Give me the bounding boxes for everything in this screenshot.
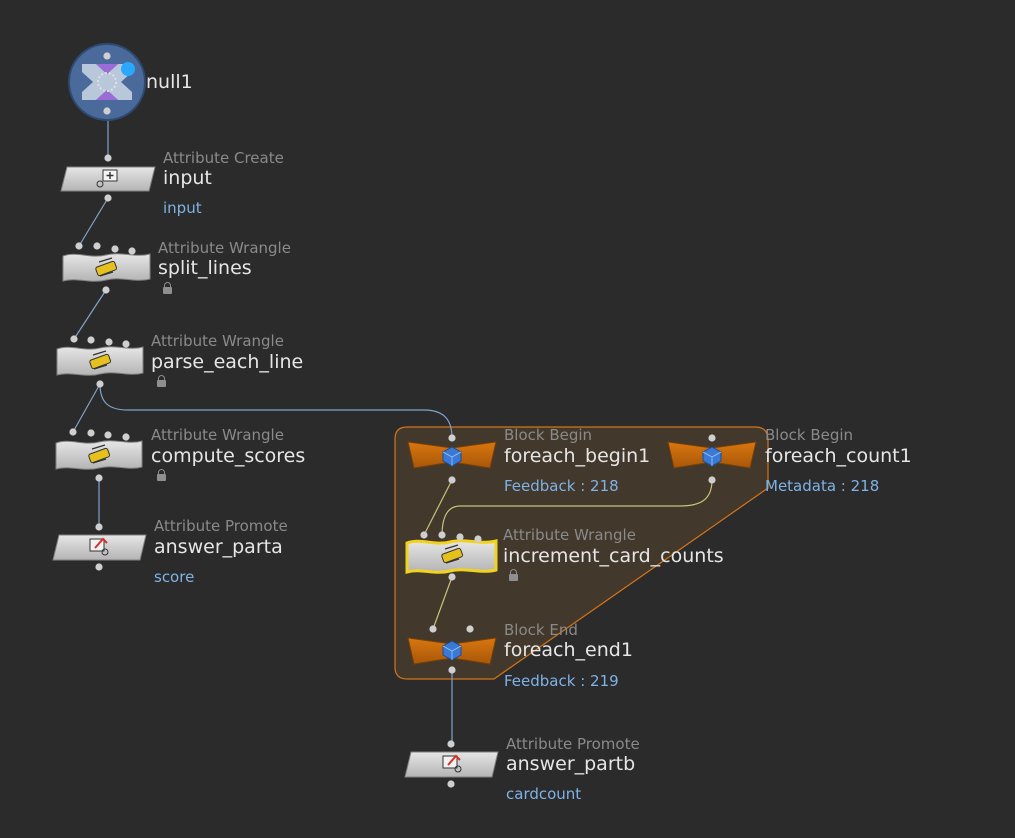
blue-block-icon [702, 446, 722, 467]
node-label-answer-parta[interactable]: answer_parta [154, 536, 283, 558]
wrangle-pen-icon [89, 350, 112, 370]
node-type-foreach-count1: Block Begin [765, 426, 854, 444]
wire-input-split-lines[interactable] [78, 197, 109, 247]
node-input[interactable] [60, 154, 156, 202]
node-type-increment-card-counts: Attribute Wrangle [503, 526, 636, 544]
node-type-answer-parta: Attribute Promote [154, 517, 288, 535]
wire-increment-end[interactable] [432, 576, 453, 630]
node-extra-foreach-end1: Feedback : 219 [504, 672, 619, 690]
node-type-answer-partb: Attribute Promote [506, 735, 640, 753]
wrangle-pen-icon [441, 544, 464, 564]
lock-icon [157, 375, 166, 387]
promote-icon [442, 754, 462, 773]
wire-parse-compute[interactable] [72, 383, 101, 433]
wire-count-increment[interactable] [441, 479, 713, 536]
node-label-foreach-begin1[interactable]: foreach_begin1 [504, 445, 651, 467]
lock-icon [157, 469, 166, 481]
node-extra-foreach-count1: Metadata : 218 [765, 477, 880, 495]
lock-icon [163, 282, 172, 294]
node-compute-scores[interactable] [55, 428, 143, 482]
node-label-foreach-count1[interactable]: foreach_count1 [765, 445, 912, 467]
node-label-null1: null1 [146, 71, 193, 93]
plus-box-icon [96, 169, 118, 188]
blue-block-icon [442, 446, 462, 467]
node-type-compute-scores: Attribute Wrangle [151, 426, 284, 444]
node-extra-answer-partb: cardcount [506, 785, 582, 803]
blue-block-icon [442, 640, 462, 661]
node-foreach-end1[interactable] [407, 625, 497, 674]
node-split-lines[interactable] [62, 242, 151, 294]
node-label-answer-partb[interactable]: answer_partb [506, 753, 636, 775]
node-label-compute-scores[interactable]: compute_scores [151, 445, 306, 467]
node-answer-parta[interactable] [52, 523, 147, 571]
node-foreach-count1[interactable] [667, 434, 757, 484]
node-parse-each-line[interactable] [56, 335, 144, 388]
loop-wires [423, 479, 713, 630]
node-increment-card-counts[interactable] [405, 531, 498, 581]
output-dot[interactable] [103, 107, 111, 115]
node-label-increment-card-counts[interactable]: increment_card_counts [503, 545, 724, 567]
node-type-foreach-begin1: Block Begin [504, 426, 593, 444]
node-type-parse-each-line: Attribute Wrangle [151, 332, 284, 350]
wrangle-pen-icon [88, 444, 111, 464]
node-label-foreach-end1[interactable]: foreach_end1 [504, 639, 633, 661]
node-type-split-lines: Attribute Wrangle [158, 239, 291, 257]
node-extra-answer-parta: score [154, 568, 195, 586]
node-null1[interactable] [68, 43, 146, 121]
node-foreach-begin1[interactable] [407, 434, 497, 484]
block-outline[interactable] [394, 426, 769, 680]
node-label-split-lines[interactable]: split_lines [158, 257, 252, 279]
wire-split-lines-parse[interactable] [73, 289, 107, 340]
wires [72, 111, 453, 743]
node-extra-foreach-begin1: Feedback : 218 [504, 477, 619, 495]
wrangle-pen-icon [95, 257, 118, 277]
node-label-input[interactable]: input [163, 167, 212, 189]
node-answer-partb[interactable] [404, 740, 499, 788]
wire-begin-increment[interactable] [423, 479, 453, 536]
lock-icon [509, 569, 518, 581]
node-extra-input: input [163, 199, 202, 217]
node-label-parse-each-line[interactable]: parse_each_line [151, 351, 304, 373]
wire-parse-foreach-begin[interactable] [99, 383, 453, 439]
node-type-input: Attribute Create [163, 149, 284, 167]
node-type-foreach-end1: Block End [504, 621, 578, 639]
promote-icon [89, 537, 109, 556]
